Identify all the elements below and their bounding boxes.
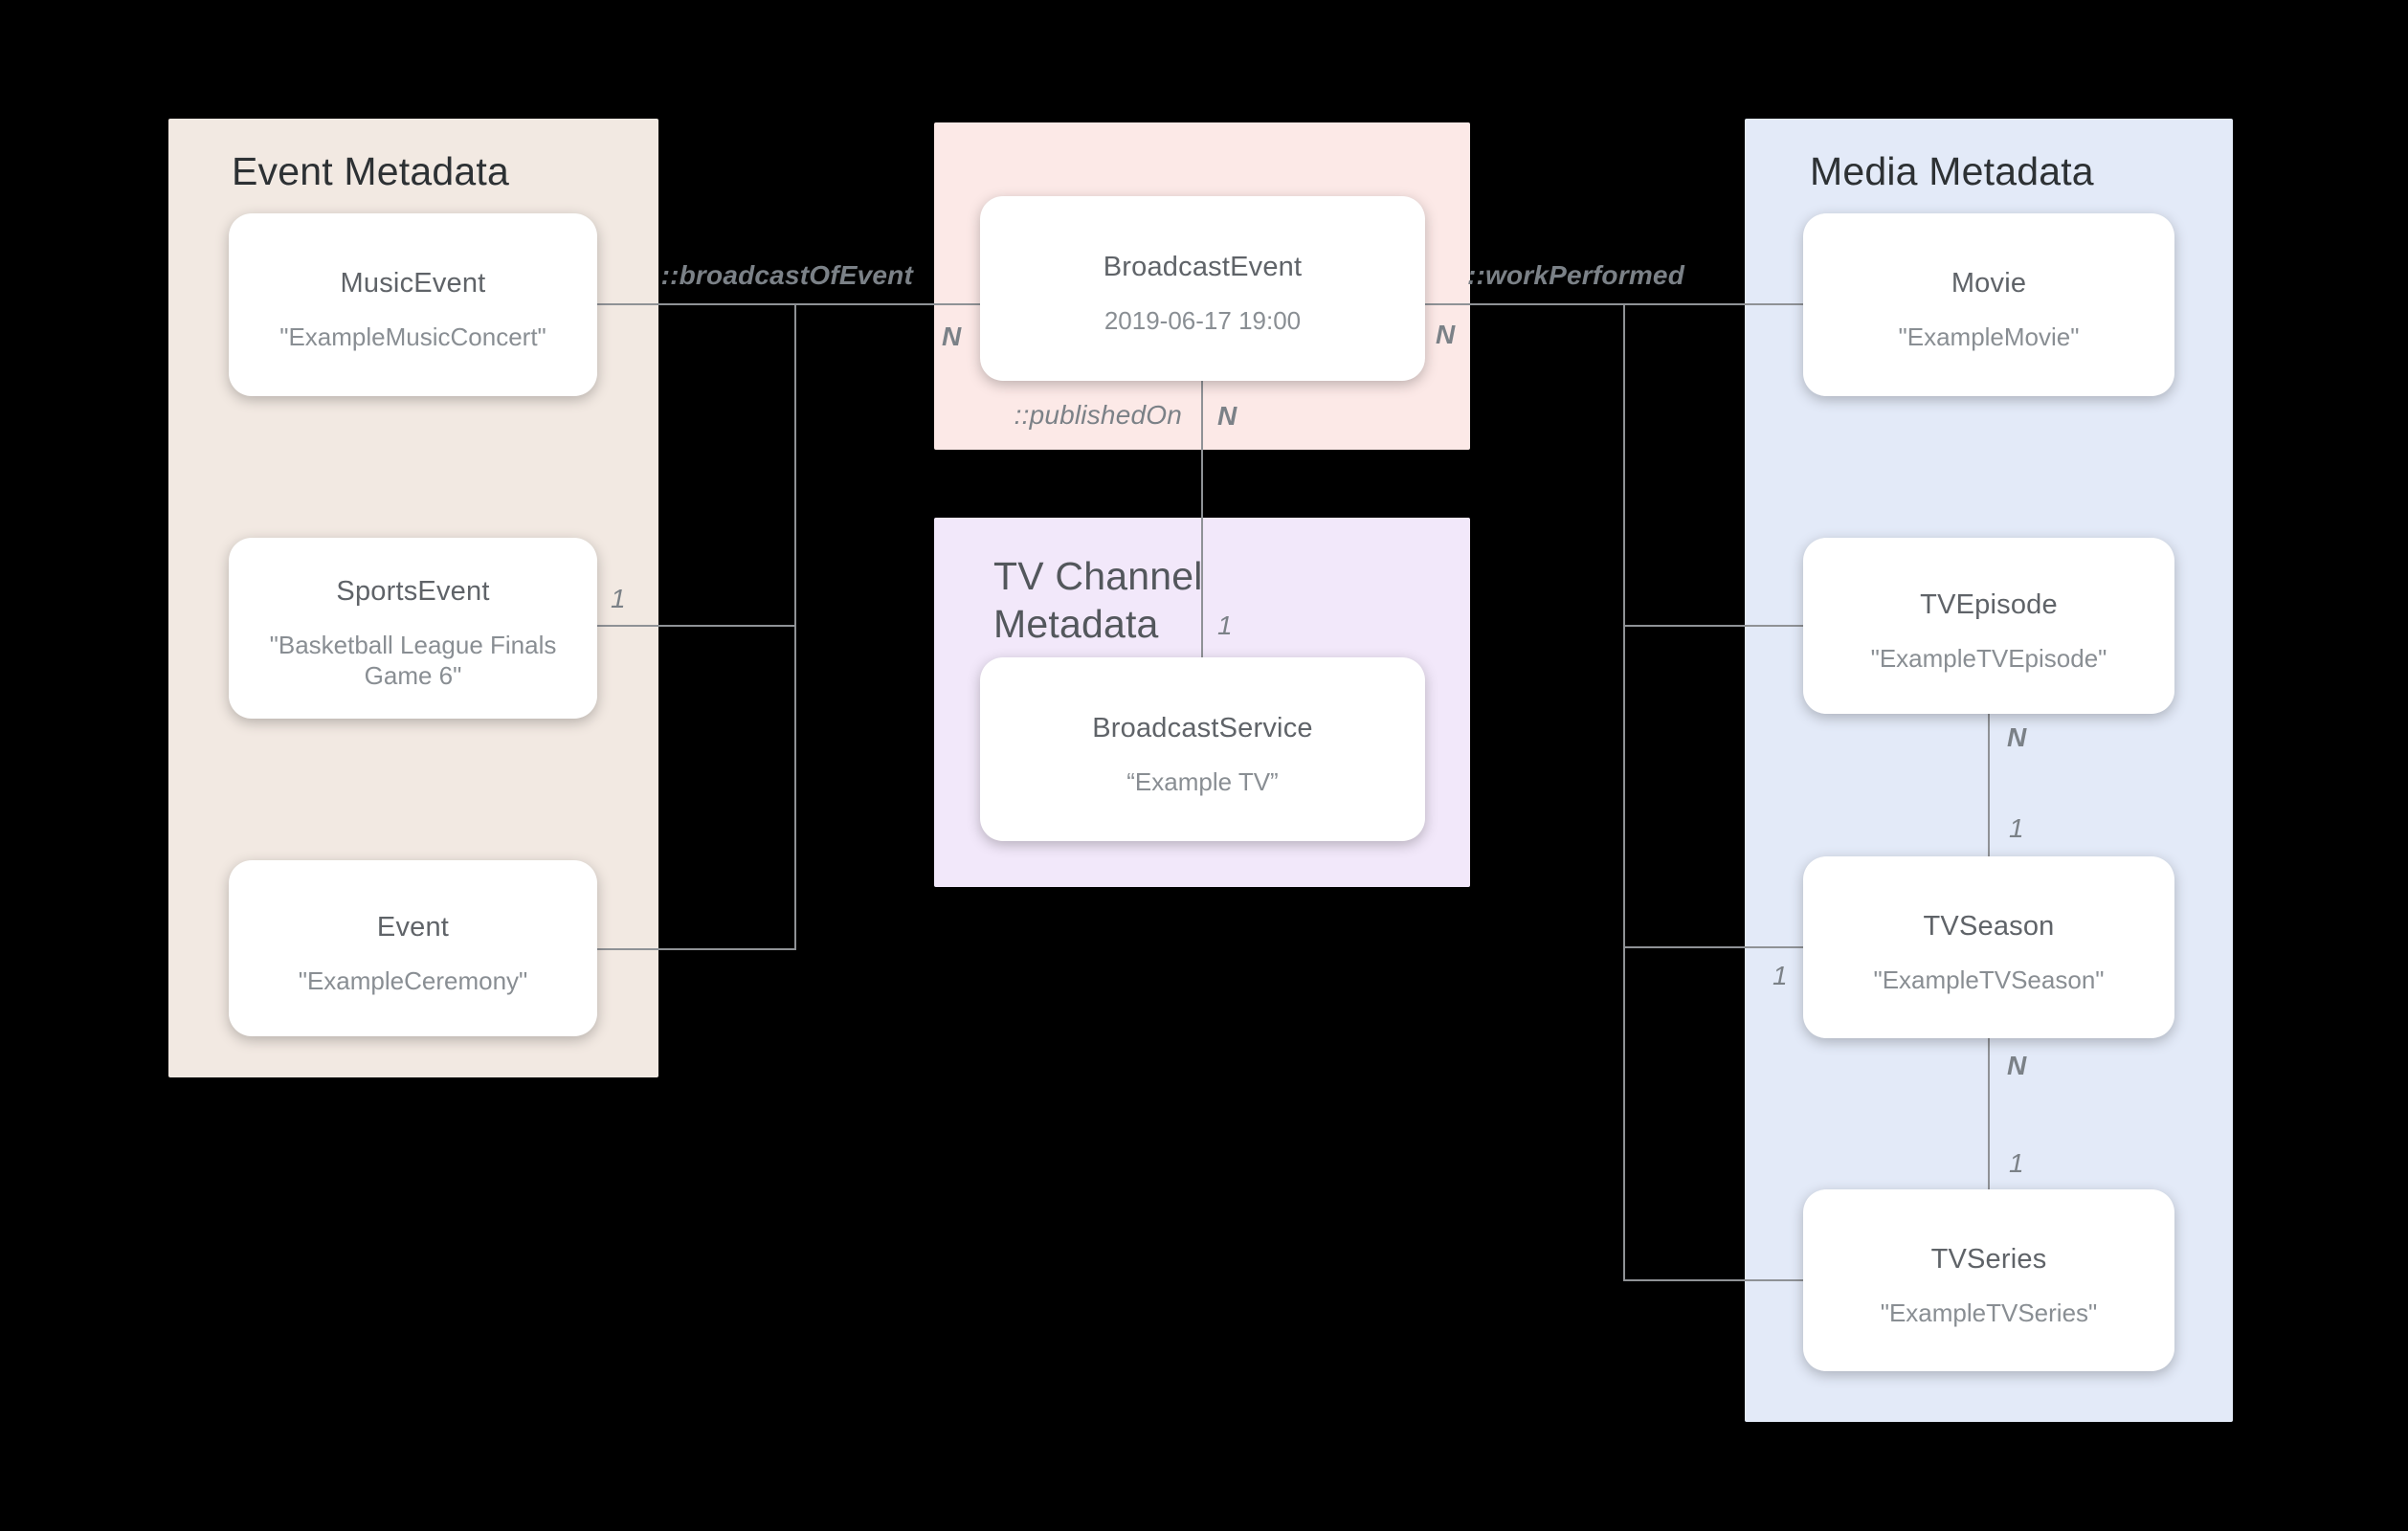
node-sportsevent-value: "Basketball League Finals Game 6" xyxy=(269,631,557,690)
node-broadcastevent: BroadcastEvent 2019-06-17 19:00 xyxy=(980,196,1425,381)
node-broadcastservice-title: BroadcastService xyxy=(1092,712,1313,743)
line-broadcastevent-to-movie xyxy=(1425,303,1803,305)
node-tvseries-title: TVSeries xyxy=(1930,1243,2047,1275)
node-sportsevent-title: SportsEvent xyxy=(336,576,490,608)
cardinality-season-series-1: 1 xyxy=(2009,1148,2024,1178)
node-movie: Movie "ExampleMovie" xyxy=(1803,213,2174,396)
node-broadcastservice-value: “Example TV” xyxy=(1126,766,1279,796)
line-musicevent-to-broadcastevent xyxy=(597,303,980,305)
line-trunk-to-tvseries xyxy=(1624,1279,1803,1281)
panel-title-tv-channel-metadata: TV Channel Metadata xyxy=(993,554,1203,647)
panel-title-event-metadata: Event Metadata xyxy=(232,149,509,193)
cardinality-episode-season-1: 1 xyxy=(2009,813,2024,843)
relation-label-publishedon: ::publishedOn xyxy=(1014,400,1182,430)
node-event: Event "ExampleCeremony" xyxy=(229,860,597,1036)
node-musicevent: MusicEvent "ExampleMusicConcert" xyxy=(229,213,597,396)
cardinality-season-series-n: N xyxy=(2007,1051,2027,1080)
node-musicevent-value: "ExampleMusicConcert" xyxy=(279,322,546,352)
node-tvseason-title: TVSeason xyxy=(1923,910,2055,942)
node-tvepisode-title: TVEpisode xyxy=(1920,588,2058,620)
node-tvseason-value: "ExampleTVSeason" xyxy=(1873,965,2105,994)
line-broadcastevent-to-broadcastservice xyxy=(1201,381,1203,657)
cardinality-publishedon-1: 1 xyxy=(1217,610,1233,640)
line-trunk-to-tvepisode xyxy=(1624,625,1803,627)
line-tvepisode-to-tvseason xyxy=(1988,714,1990,856)
node-broadcastevent-title: BroadcastEvent xyxy=(1103,252,1303,283)
line-sportsevent-to-trunk xyxy=(597,625,796,627)
cardinality-broadcastofevent-n: N xyxy=(942,322,962,351)
node-tvseason: TVSeason "ExampleTVSeason" xyxy=(1803,856,2174,1038)
cardinality-tvseason-1: 1 xyxy=(1773,961,1788,990)
relation-label-workperformed: ::workPerformed xyxy=(1466,260,1684,290)
node-tvseries-value: "ExampleTVSeries" xyxy=(1880,1298,2098,1327)
node-event-value: "ExampleCeremony" xyxy=(298,965,528,995)
node-event-title: Event xyxy=(376,911,450,943)
relation-label-broadcastofevent: ::broadcastOfEvent xyxy=(660,260,913,290)
line-event-trunk-left xyxy=(794,303,796,950)
node-broadcastevent-value: 2019-06-17 19:00 xyxy=(1104,306,1302,336)
line-event-to-trunk xyxy=(597,948,796,950)
panel-title-media-metadata: Media Metadata xyxy=(1810,149,2094,193)
line-media-trunk-right xyxy=(1623,303,1625,1281)
cardinality-sportsevent-1: 1 xyxy=(611,584,626,613)
cardinality-episode-season-n: N xyxy=(2007,722,2027,752)
node-tvepisode-value: "ExampleTVEpisode" xyxy=(1870,643,2107,673)
node-broadcastservice: BroadcastService “Example TV” xyxy=(980,657,1425,841)
cardinality-publishedon-n: N xyxy=(1217,401,1237,431)
node-movie-value: "ExampleMovie" xyxy=(1898,322,2080,352)
node-tvepisode: TVEpisode "ExampleTVEpisode" xyxy=(1803,538,2174,714)
node-sportsevent: SportsEvent "Basketball League Finals Ga… xyxy=(229,538,597,719)
cardinality-workperformed-n: N xyxy=(1436,320,1456,349)
node-musicevent-title: MusicEvent xyxy=(340,268,486,300)
line-tvseason-to-tvseries xyxy=(1988,1038,1990,1189)
node-movie-title: Movie xyxy=(1951,268,2027,300)
node-tvseries: TVSeries "ExampleTVSeries" xyxy=(1803,1189,2174,1371)
line-trunk-to-tvseason xyxy=(1624,946,1803,948)
